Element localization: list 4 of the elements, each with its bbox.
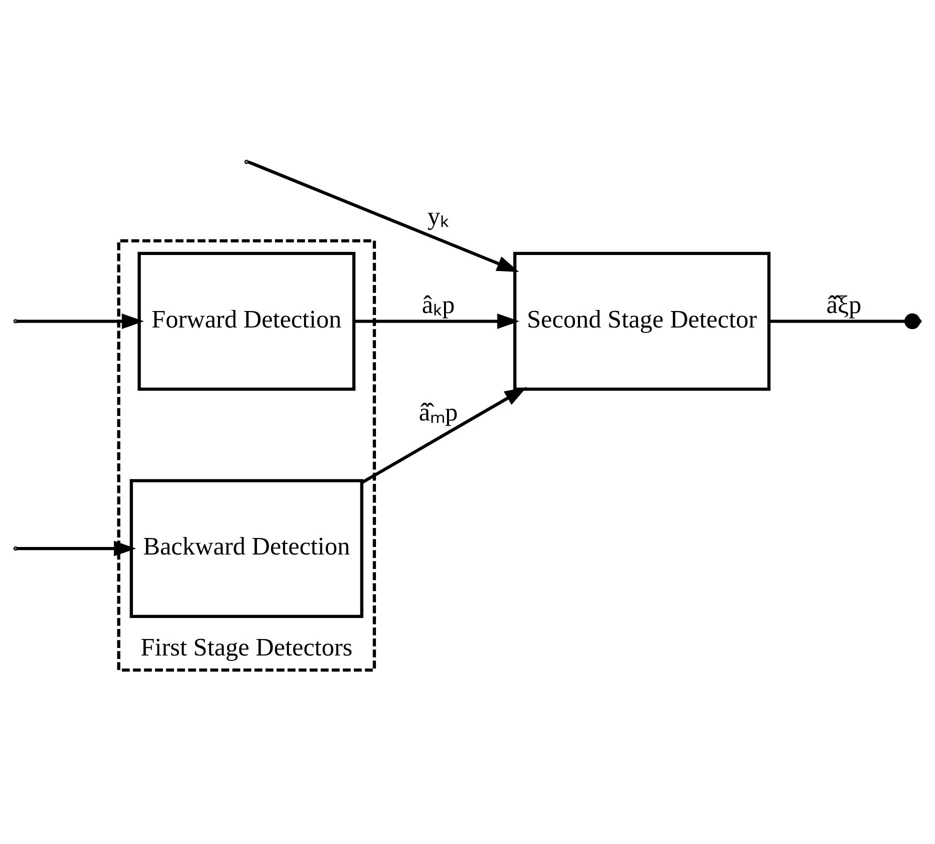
edge-label: yₖ: [427, 202, 450, 231]
edge-label: â̂ₘp: [418, 398, 458, 426]
edge-label: âₖp: [422, 291, 455, 320]
edge-label: â̂̂ξp: [826, 291, 862, 320]
